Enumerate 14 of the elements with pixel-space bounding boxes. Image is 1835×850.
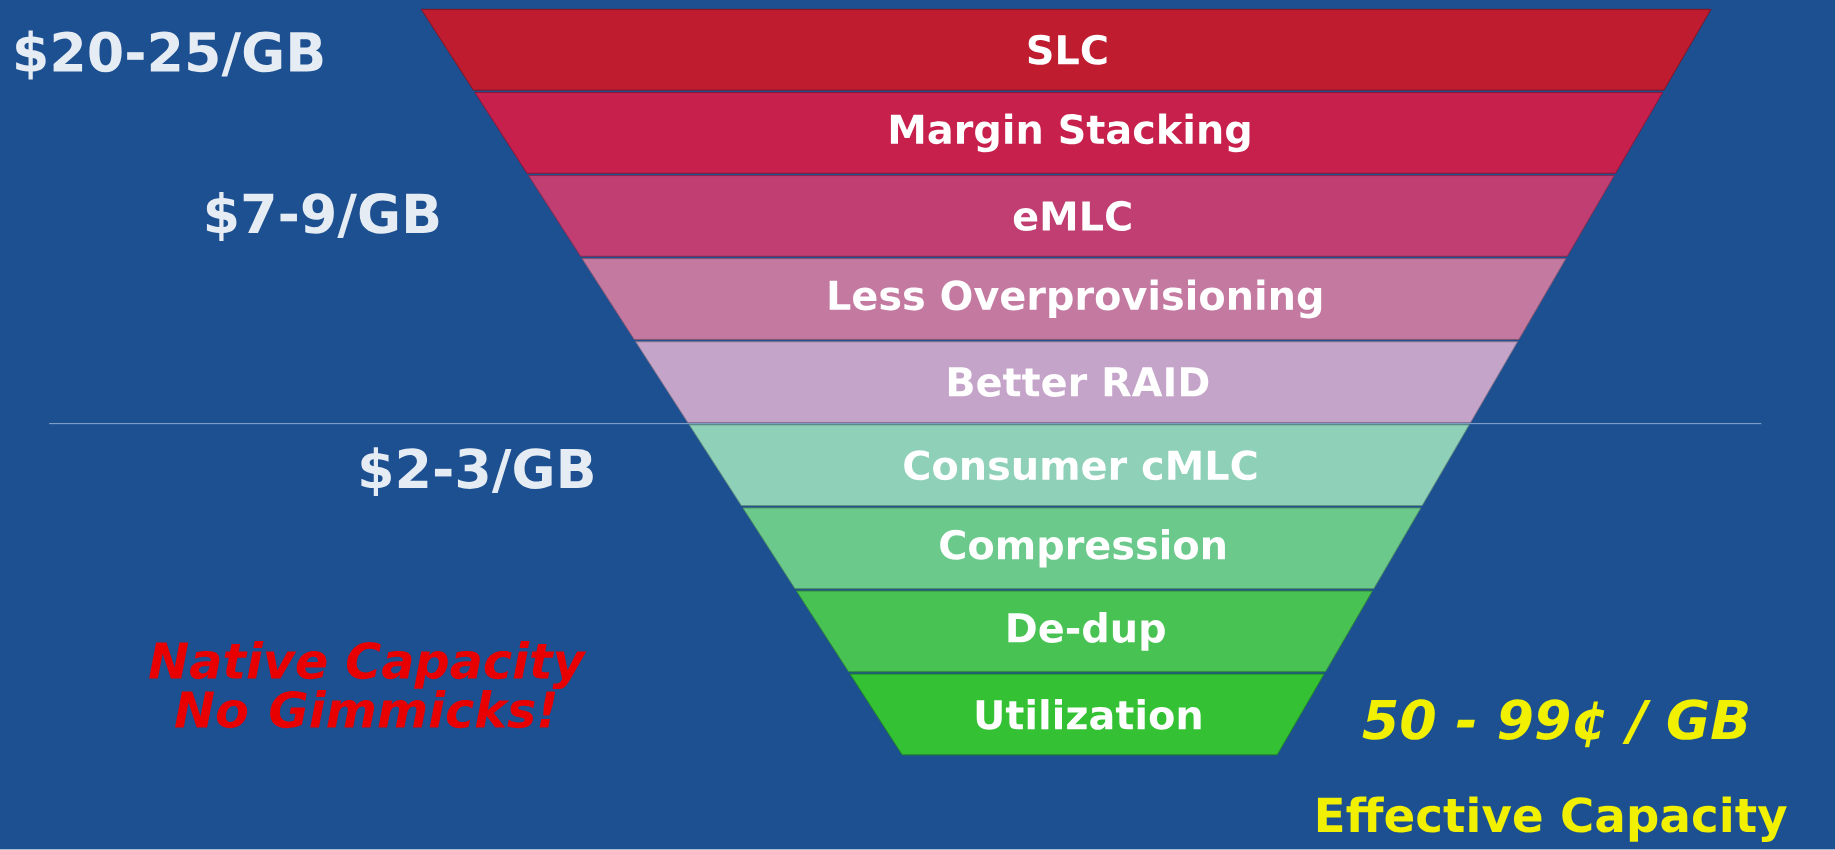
price-label: $7-9/GB bbox=[206, 192, 439, 242]
funnel-band: Margin Stacking bbox=[474, 92, 1664, 174]
funnel-band: Compression bbox=[742, 507, 1422, 590]
funnel-band: Consumer cMLC bbox=[688, 424, 1470, 507]
funnel-band: Better RAID bbox=[635, 341, 1518, 424]
funnel-band: De-dup bbox=[796, 590, 1373, 673]
price-label: $20-25/GB bbox=[16, 30, 323, 80]
funnel-band: SLC bbox=[420, 9, 1712, 91]
funnel-band: Less Overprovisioning bbox=[581, 258, 1567, 341]
funnel-band: eMLC bbox=[528, 175, 1615, 257]
price-label: 50 - 99¢ / GB bbox=[1362, 699, 1748, 748]
caption-text: Effective Capacity bbox=[1317, 796, 1787, 843]
price-label: $2-3/GB bbox=[361, 447, 593, 497]
caption-text: Native Capacity No Gimmicks! bbox=[149, 641, 587, 729]
